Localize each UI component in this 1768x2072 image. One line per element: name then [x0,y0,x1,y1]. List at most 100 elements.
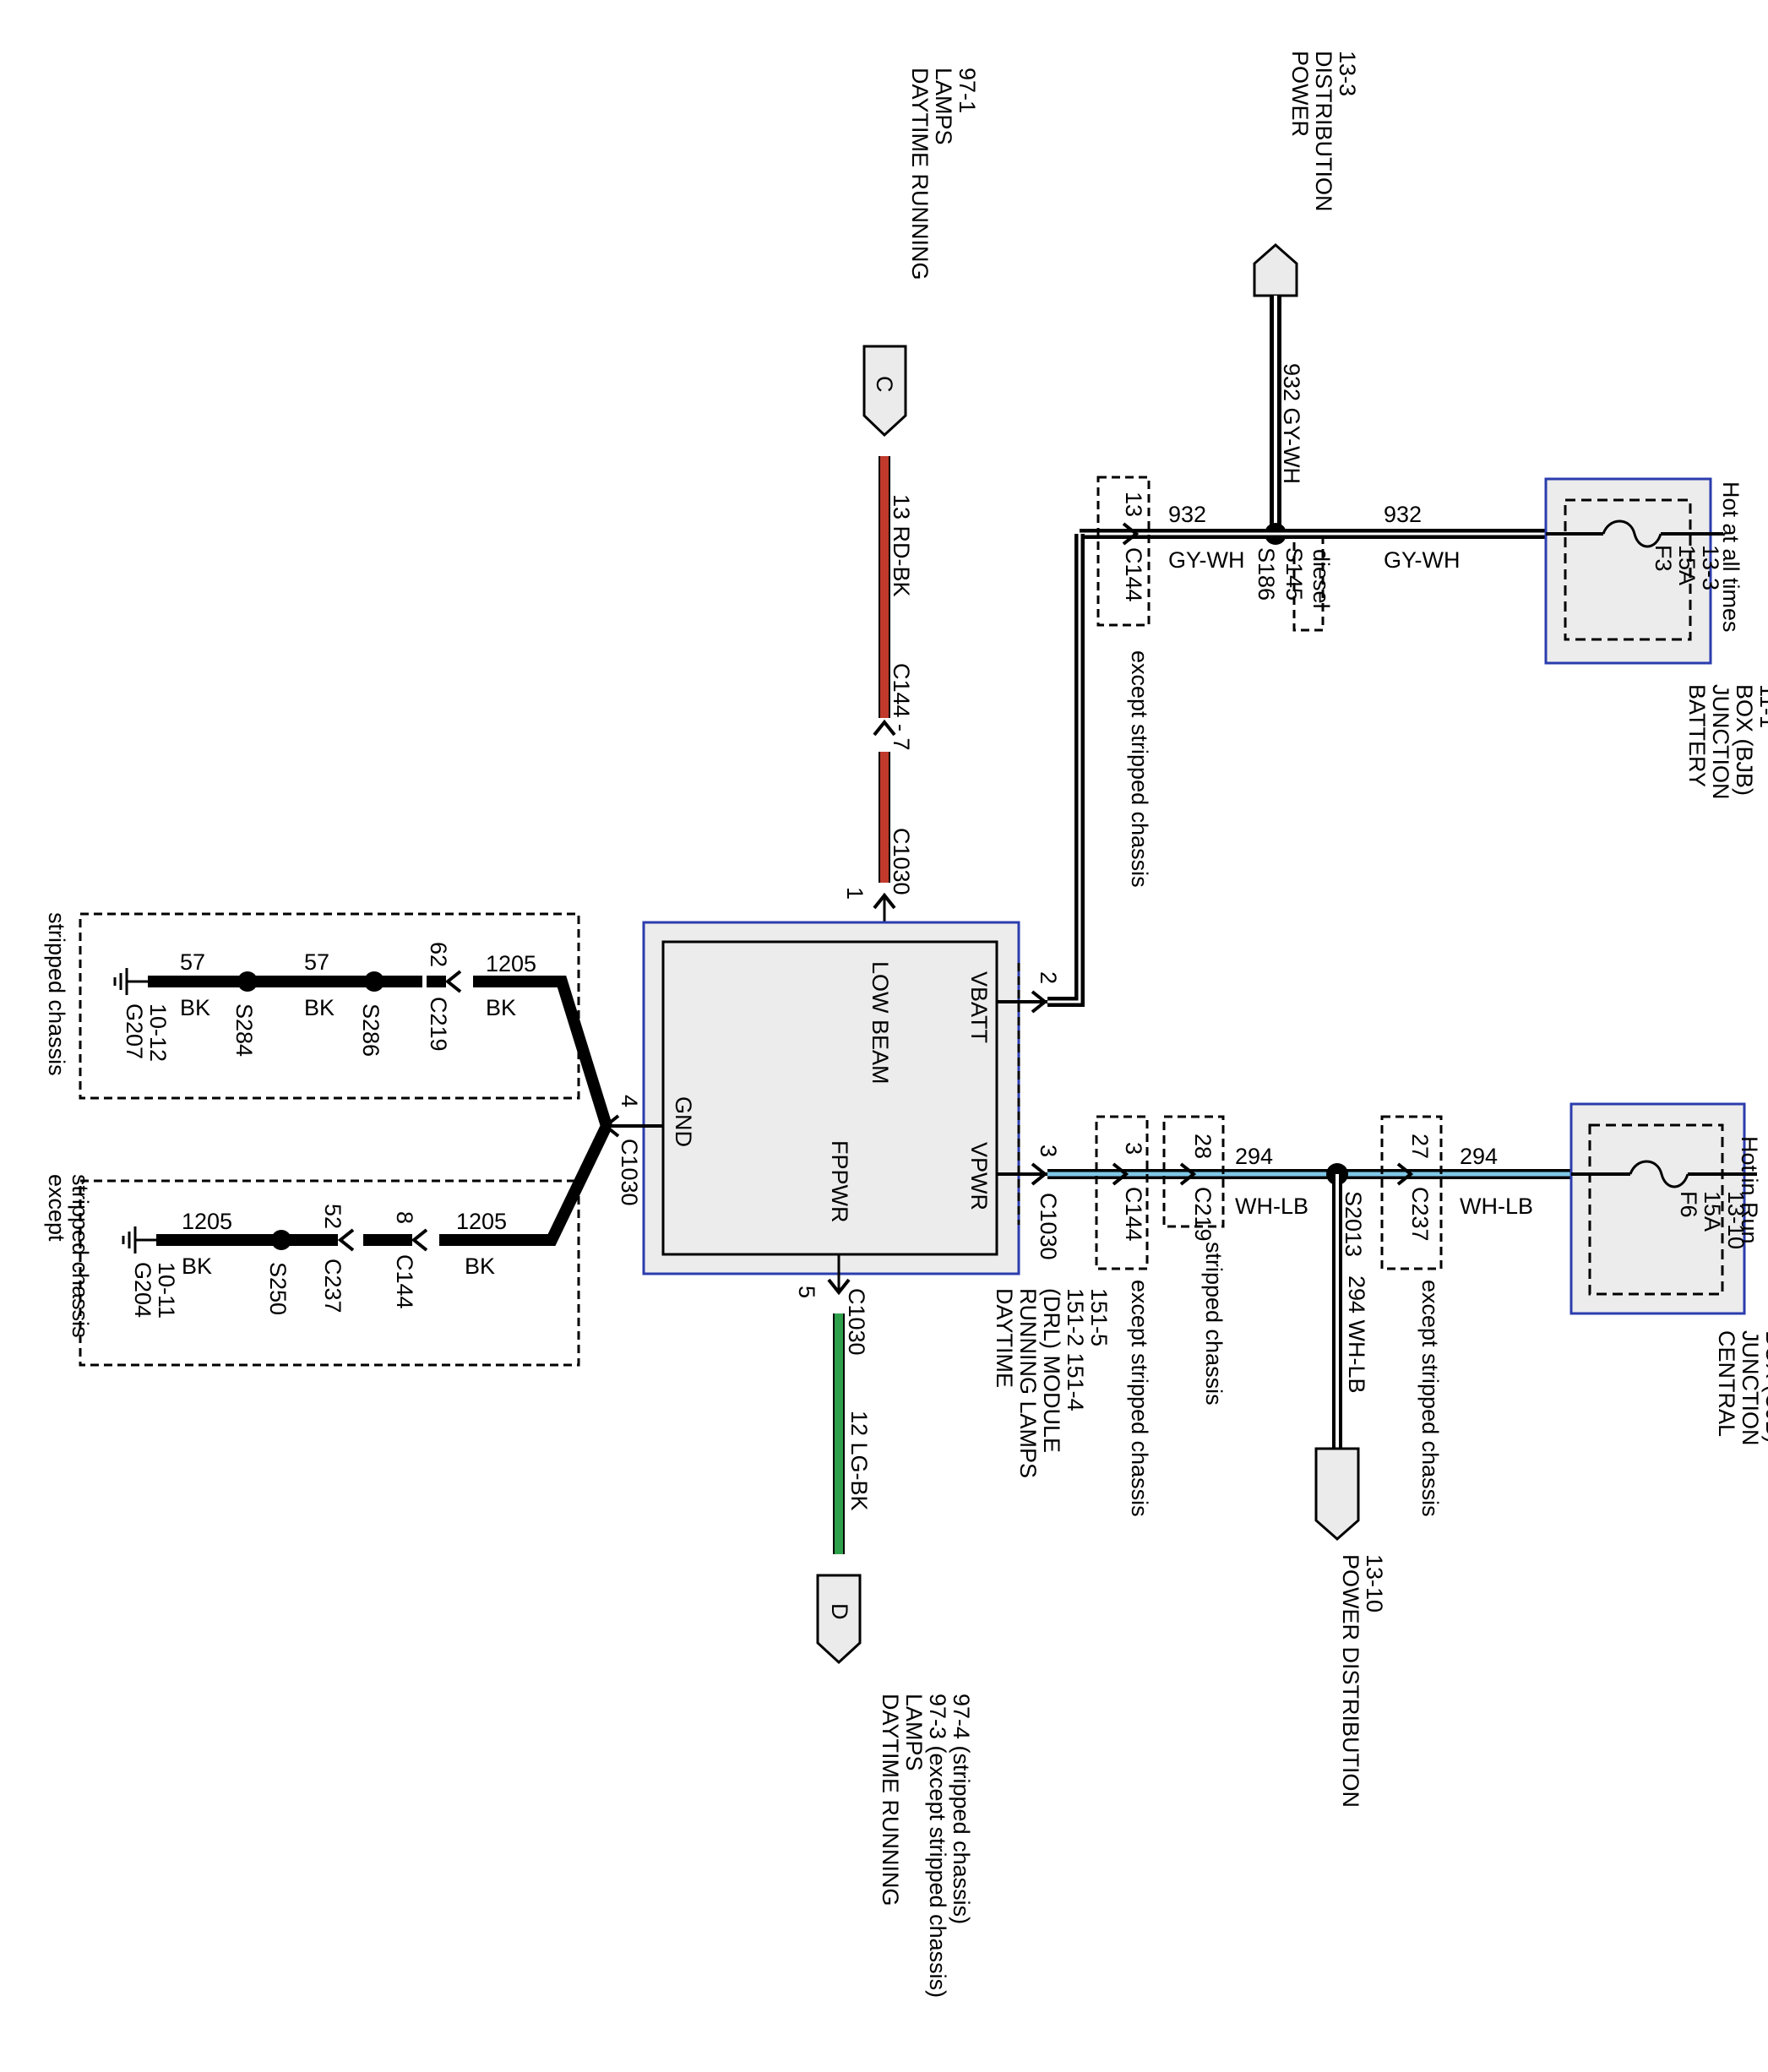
splice-s145-label: S145 [1281,547,1307,601]
wire-932-right-color: GY-WH [1384,547,1461,573]
hot-in-run-label: Hot in Run [1737,1136,1762,1244]
c219-28-pin: 28 [1190,1134,1216,1159]
vbatt-pin2-arrow-icon [1031,990,1048,1014]
wire-294-right-color: WH-LB [1460,1194,1533,1219]
wire-1205-lower [439,1123,612,1246]
pin2-label: 2 [1036,971,1061,984]
bjb-label: BATTERYJUNCTIONBOX (BJB)11-1 [1684,684,1768,800]
c144-13-pin: 13 [1121,492,1146,517]
wire-bk-lower: BK [465,1254,495,1279]
power-distribution-top-connector [1253,243,1298,297]
c144-13-name: C144 [1121,547,1146,602]
bjb-box [1544,477,1712,665]
c1030-gnd-label: C1030 [617,1139,642,1206]
c144-8-name: C144 [392,1254,417,1309]
vpwr-pin3-arrow-icon [1031,1162,1048,1186]
diesel-label: diesel [1308,549,1334,609]
pin-vbatt-label: VBATT [966,971,992,1043]
wire-1205-last-num: 1205 [182,1209,232,1234]
pin3-label: 3 [1036,1145,1061,1157]
splice-s286-label: S286 [358,1003,384,1057]
c144-8-pin: 8 [392,1211,417,1224]
pin-fppwr-label: FPPWR [827,1140,852,1223]
fuse-f6-label: F615A13-10 [1676,1191,1749,1249]
stripped-chassis-2-label: stripped chassis [44,912,69,1076]
c1030-top-label: C1030 [889,828,914,895]
cjb-box [1569,1102,1746,1315]
pin1-label: 1 [842,887,868,900]
c144-13-arrow-icon [1122,522,1140,546]
drl-bottom-label: DAYTIME RUNNINGLAMPS97-3 (except strippe… [878,1694,974,1998]
except-stripped-2-label: except stripped chassis [1417,1280,1443,1517]
c144-3-pin: 3 [1121,1142,1146,1155]
splice-s250-label: S250 [265,1262,291,1315]
c219-62-arrow-icon [444,970,462,993]
green-circuit-label: 12 LG-BK [846,1411,872,1511]
c144-7-label: C144 - 7 [889,663,914,751]
except-stripped-1-label: except stripped chassis [1127,650,1152,888]
wire-294-mid-color: WH-LB [1235,1194,1308,1219]
power-distribution-bottom-connector [1314,1447,1360,1541]
stripped-chassis-1-label: stripped chassis [1201,1242,1227,1406]
splice-s186-label: S186 [1254,547,1279,601]
wire-1205-lower-num: 1205 [456,1209,507,1234]
c237-52-arrow-icon [337,1228,355,1252]
c144-3-name: C144 [1121,1187,1146,1242]
pin-gnd-label: GND [671,1096,696,1147]
wire-bk-last: BK [182,1254,212,1279]
cjb-inner-dashed [1588,1123,1724,1296]
wire-1205-upper [473,976,612,1128]
c144-8-arrow-icon [411,1228,428,1252]
c219-28-name: C219 [1190,1187,1216,1242]
c219-28-arrow-icon [1179,1162,1197,1186]
red-circuit-label: 13 RD-BK [889,494,914,597]
except-stripped-dashed-box [79,1179,580,1367]
drl-module-inner [661,940,998,1256]
wire-932-left-num: 932 [1168,502,1206,527]
connector-c-top [862,345,907,438]
fppwr-pin5-arrow-icon [827,1278,851,1296]
c144-7-arrow-icon [873,719,896,737]
wire-bk-upper: BK [486,995,516,1020]
cjb-label: CENTRALJUNCTIONBOX (CJB)11-3 [1714,1330,1768,1446]
pin-low-beam-label: LOW BEAM [868,961,893,1085]
c219-62-pin: 62 [426,942,451,967]
connector-d-label: D [827,1603,852,1620]
pin4-label: 4 [617,1095,642,1107]
pin-vpwr-label: VPWR [966,1142,992,1210]
c1030-right-label: C1030 [1036,1193,1061,1260]
splice-s284-label: S284 [231,1003,257,1057]
splice-s2013-label: S2013 [1341,1191,1366,1257]
c1030-bottom-label: C1030 [844,1288,869,1356]
wire-932-right-num: 932 [1384,502,1422,527]
connector-c-label: C [872,376,897,393]
wire-294-right-num: 294 [1460,1144,1498,1169]
ground-g204-label: G20410-11 [130,1262,179,1319]
except-stripped-3-label: except stripped chassis [1127,1280,1152,1517]
fuse-f3-label: F315A13-3 [1651,545,1723,590]
wire-bk-b: BK [180,995,210,1020]
fuse-f3-icon [1602,519,1662,548]
drl-top-label: DAYTIME RUNNINGLAMPS97-1 [907,68,980,280]
except-stripped-4-label: exceptstripped chassis [44,1174,93,1338]
ground-g204-icon [122,1226,156,1254]
stripped-chassis-dashed-box [79,912,580,1100]
wire-932-to-vbatt [1047,534,1085,1007]
wire-294-vertical-label: 294 WH-LB [1344,1275,1369,1394]
c144-3-dashed-box [1095,1115,1149,1270]
connector-d-bottom [816,1574,862,1665]
pin5-label: 5 [794,1286,819,1298]
wire-294-mid-num: 294 [1235,1144,1273,1169]
c237-27-dashed-box [1380,1115,1443,1270]
wire-57-a-num: 57 [304,949,329,975]
c219-62-name: C219 [426,997,451,1052]
c237-52-pin: 52 [320,1204,345,1229]
bjb-inner-dashed [1564,498,1692,641]
wire-1205-upper-num: 1205 [486,951,536,976]
drl-module-label: DAYTIMERUNNING LAMPS(DRL) MODULE151-2 15… [992,1288,1112,1478]
power-distribution-bottom-label: POWER DISTRIBUTION13-10 [1338,1554,1387,1808]
hot-all-times-label: Hot at all times [1718,481,1744,633]
fuse-f6-icon [1629,1160,1689,1188]
c144-3-arrow-icon [1112,1162,1129,1186]
